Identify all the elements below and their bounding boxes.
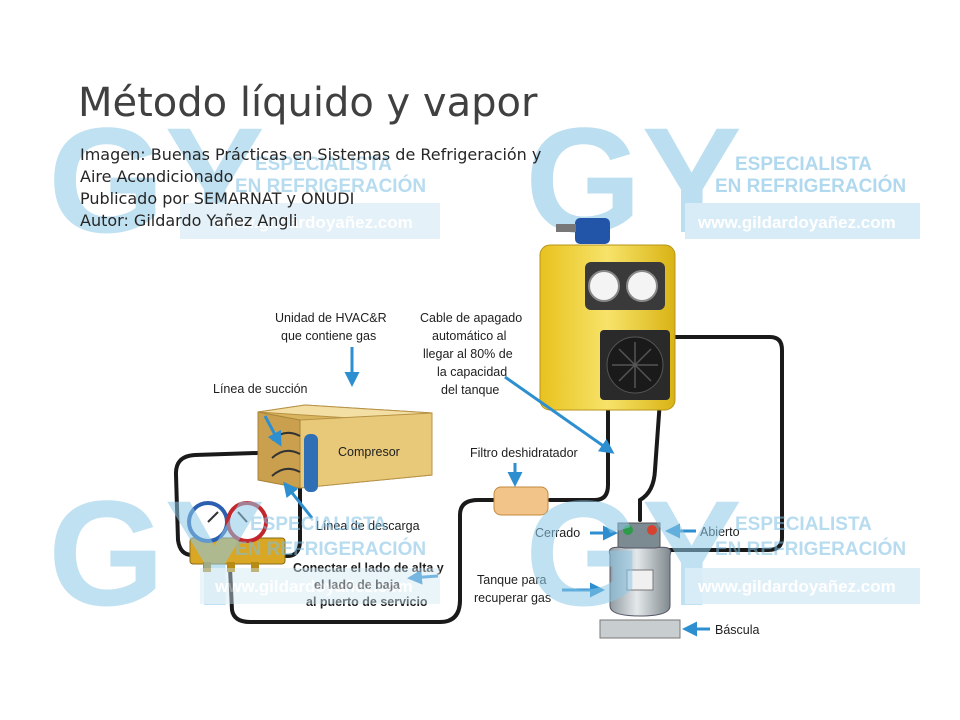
hose-tank-return — [658, 335, 784, 552]
watermark-url: www.gildardoyañez.com — [214, 577, 413, 596]
slide-title: Método líquido y vapor — [78, 80, 538, 126]
label-connect-1: Conectar el lado de alta y — [293, 561, 444, 575]
recovery-machine — [539, 218, 676, 411]
compressor-label: Compresor — [338, 445, 400, 459]
watermark-line2: EN REFRIGERACIÓN — [715, 175, 906, 197]
hose-machine-to-tank — [638, 398, 662, 522]
watermark-line1: ESPECIALISTA — [735, 514, 872, 535]
scale — [599, 619, 681, 639]
watermark-url: www.gildardoyañez.com — [697, 213, 896, 232]
watermark-logo: GY — [525, 469, 742, 637]
compressor-cylinder — [304, 434, 318, 492]
watermark-top-left: GY ESPECIALISTA EN REFRIGERACIÓN www.gil… — [48, 96, 440, 264]
manifold-gauges — [187, 501, 286, 572]
label-open: Abierto — [700, 525, 740, 539]
watermark-line1: ESPECIALISTA — [735, 154, 872, 175]
label-cable-1: Cable de apagado — [420, 311, 522, 325]
label-connect-2: el lado de baja — [314, 578, 401, 592]
label-cable-2: automático al — [432, 329, 506, 343]
label-cable-5: del tanque — [441, 383, 499, 397]
label-connect-3: al puerto de servicio — [306, 595, 428, 609]
watermark-line2: EN REFRIGERACIÓN — [715, 538, 906, 560]
watermark-line1: ESPECIALISTA — [250, 514, 387, 535]
watermark-bottom-right: GY ESPECIALISTA EN REFRIGERACIÓN www.gil… — [525, 469, 920, 637]
label-discharge: Línea de descarga — [316, 519, 420, 533]
image-caption: Imagen: Buenas Prácticas en Sistemas de … — [80, 144, 541, 232]
label-cable-3: llegar al 80% de — [423, 347, 513, 361]
diagram-labels: Unidad de HVAC&R que contiene gas Línea … — [213, 311, 760, 637]
label-tank-1: Tanque para — [477, 573, 547, 587]
watermark-top-right: GY ESPECIALISTA EN REFRIGERACIÓN www.gil… — [525, 96, 920, 264]
suction-hose — [173, 450, 289, 557]
label-scale: Báscula — [715, 623, 760, 637]
watermark-url: www.gildardoyañez.com — [697, 577, 896, 596]
recovery-tank — [599, 522, 681, 639]
label-hvac-1: Unidad de HVAC&R — [275, 311, 387, 325]
label-cable-4: la capacidad — [437, 365, 507, 379]
watermark-bottom-left: GY ESPECIALISTA EN REFRIGERACIÓN www.gil… — [48, 469, 440, 637]
label-hvac-2: que contiene gas — [281, 329, 376, 343]
caption-line: Aire Acondicionado — [80, 167, 234, 186]
pointer-arrows — [263, 347, 710, 637]
caption-line: Imagen: Buenas Prácticas en Sistemas de … — [80, 145, 542, 164]
caption-line: Autor: Gildardo Yañez Angli — [80, 211, 298, 230]
watermark-logo: GY — [48, 469, 265, 637]
label-suction: Línea de succión — [213, 382, 308, 396]
watermark-line2: EN REFRIGERACIÓN — [235, 538, 426, 560]
filter-drier — [493, 486, 549, 516]
watermark-url: www.gildardoyañez.com — [214, 213, 413, 232]
caption-line: Publicado por SEMARNAT y ONUDI — [80, 189, 355, 208]
label-closed: Cerrado — [535, 526, 580, 540]
label-tank-2: recuperar gas — [474, 591, 551, 605]
label-filter: Filtro deshidratador — [470, 446, 578, 460]
watermark-line1: ESPECIALISTA — [255, 154, 392, 175]
watermark-line2: EN REFRIGERACIÓN — [235, 175, 426, 197]
hvac-unit: Compresor — [257, 404, 433, 492]
hose-to-filter — [228, 498, 497, 624]
